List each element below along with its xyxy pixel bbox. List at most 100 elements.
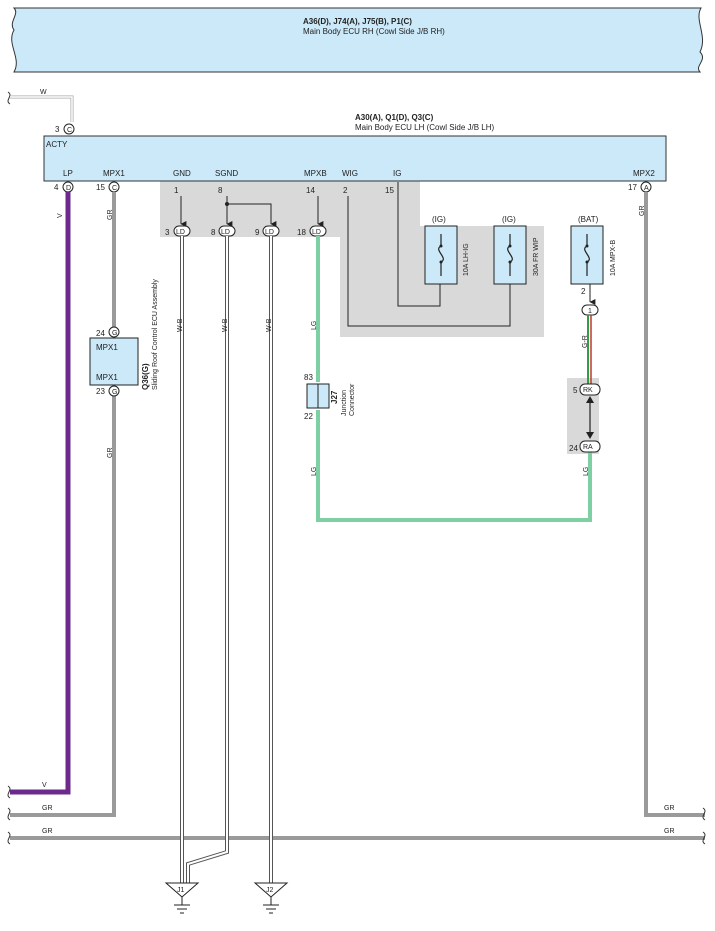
- sliding-roof-top-pin: 24: [96, 329, 105, 338]
- wire-wb-2: [186, 236, 229, 883]
- terminal-mpxb: MPXB: [304, 169, 327, 178]
- terminal-lp: LP: [63, 169, 73, 178]
- pin-mpx1: 15: [96, 183, 105, 192]
- junction-code: J27: [330, 390, 339, 404]
- wire-label-wb-3: W-B: [266, 318, 273, 332]
- fuse-2-name: 30A FR WIP: [533, 237, 540, 276]
- mpxb-conn-1: 1: [588, 308, 592, 315]
- conn-mpx2: A: [644, 185, 649, 192]
- wire-ig: [397, 182, 441, 307]
- junction-top-pin: 83: [304, 373, 313, 382]
- sliding-roof-top-label: MPX1: [96, 343, 118, 352]
- pin-lp: 4: [54, 183, 59, 192]
- acty-wire: W C 3: [7, 89, 75, 135]
- pin-mpx2: 17: [628, 183, 637, 192]
- ld-pin-9: 9: [255, 228, 260, 237]
- wire-label-lg-2: LG: [311, 467, 318, 476]
- acty-pin: 3: [55, 125, 60, 134]
- fuse-1-source: (IG): [432, 215, 446, 224]
- terminal-ig: IG: [393, 169, 401, 178]
- main-body-ecu-rh: A36(D), J74(A), J75(B), P1(C) Main Body …: [11, 7, 704, 73]
- sliding-roof-bottom-pin: 23: [96, 387, 105, 396]
- wire-label-gr-bus-2: GR: [664, 805, 675, 812]
- pin-mpxb: 14: [306, 186, 315, 195]
- ld-label-1: LD: [176, 229, 185, 236]
- ld-label-2: LD: [221, 229, 230, 236]
- sliding-roof-name: Sliding Roof Control ECU Assembly: [152, 279, 159, 390]
- ra-pin: 24: [569, 444, 578, 453]
- wire-label-wb-1: W-B: [177, 318, 184, 332]
- mpxb-connector-chain: 2 1 G-R 5 RK 24 RA: [569, 284, 601, 453]
- junction-j27: 83 22 J27 Junction Connector: [304, 373, 356, 421]
- terminal-mpx2: MPX2: [633, 169, 655, 178]
- ecu-lh-box: [43, 135, 667, 182]
- wire-label-lg-3: LG: [583, 467, 590, 476]
- ld-pin-8: 8: [211, 228, 216, 237]
- acty-conn: C: [67, 127, 72, 134]
- ecu-rh-box: [11, 7, 704, 73]
- wire-label-gr-mpx2: GR: [639, 206, 646, 217]
- ground-j2-label: J2: [266, 887, 274, 894]
- terminal-sgnd: SGND: [215, 169, 238, 178]
- pin-gnd: 1: [174, 186, 179, 195]
- ecu-lh-codes: A30(A), Q1(D), Q3(C): [355, 113, 434, 122]
- ra-label: RA: [583, 444, 593, 451]
- sliding-roof-conn-bottom: G: [112, 389, 117, 396]
- pin-wig: 2: [343, 186, 348, 195]
- wire-label-gr-bus-3: GR: [42, 828, 53, 835]
- fuse-3-source: (BAT): [578, 215, 599, 224]
- wire-label-w: W: [40, 89, 47, 96]
- sliding-roof-bottom-label: MPX1: [96, 373, 118, 382]
- ground-j1: J1: [164, 882, 200, 914]
- wire-wig: [347, 196, 511, 327]
- pin-ig: 15: [385, 186, 394, 195]
- fuse-2-source: (IG): [502, 215, 516, 224]
- wire-sgnd-drop-2: [227, 203, 277, 227]
- wire-lp-violet: [10, 192, 71, 795]
- junction-name-2: Connector: [349, 383, 356, 416]
- wire-label-wb-2: W-B: [222, 318, 229, 332]
- left-break-marks: [7, 785, 706, 845]
- ld-pin-18: 18: [297, 228, 306, 237]
- mpxb-pin-2: 2: [581, 287, 586, 296]
- ld-label-4: LD: [312, 229, 321, 236]
- wire-label-v-bottom: V: [42, 782, 47, 789]
- sliding-roof-code: Q36(G): [141, 363, 150, 390]
- ecu-rh-name: Main Body ECU RH (Cowl Side J/B RH): [303, 27, 445, 36]
- acty-label: ACTY: [46, 140, 68, 149]
- ld-label-3: LD: [265, 229, 274, 236]
- fuse-1-name: 10A LH-IG: [463, 243, 470, 276]
- rk-label: RK: [583, 387, 593, 394]
- wire-label-gr-2: GR: [107, 448, 114, 459]
- sliding-roof-ecu: 24 G MPX1 MPX1 23 G Q36(G) Sliding Roof …: [89, 279, 159, 397]
- fuse-fr-wip: (IG) 30A FR WIP: [493, 215, 540, 285]
- wire-label-lg-1: LG: [311, 321, 318, 330]
- conn-mpx1: C: [112, 185, 117, 192]
- fuse-3-name: 10A MPX-B: [610, 239, 617, 276]
- terminal-gnd: GND: [173, 169, 191, 178]
- terminal-mpx1: MPX1: [103, 169, 125, 178]
- wire-label-gr-1: GR: [107, 210, 114, 221]
- sliding-roof-conn-top: G: [112, 330, 117, 337]
- fuse-mpx-b: (BAT) 10A MPX-B: [570, 215, 617, 285]
- ld-pin-3: 3: [165, 228, 170, 237]
- wire-lg-bottom: [316, 410, 592, 522]
- ecu-lh-name: Main Body ECU LH (Cowl Side J/B LH): [355, 123, 494, 132]
- conn-lp: D: [66, 185, 71, 192]
- wire-label-v-top: V: [57, 213, 64, 218]
- fuse-lh-ig: (IG) 10A LH-IG: [424, 215, 470, 285]
- junction-name-1: Junction: [341, 390, 348, 416]
- pin-sgnd: 8: [218, 186, 223, 195]
- junction-bottom-pin: 22: [304, 412, 313, 421]
- wire-label-gr-r: G-R: [582, 335, 589, 348]
- terminal-wig: WIG: [342, 169, 358, 178]
- splice-dot: [225, 202, 229, 206]
- rk-pin: 5: [573, 386, 578, 395]
- ground-j2: J2: [253, 882, 289, 914]
- main-body-ecu-lh: A30(A), Q1(D), Q3(C) Main Body ECU LH (C…: [43, 113, 667, 182]
- ground-j1-label: J1: [177, 887, 185, 894]
- sliding-roof-box: [89, 337, 139, 386]
- wire-label-gr-bus-4: GR: [664, 828, 675, 835]
- wire-label-gr-bus-1: GR: [42, 805, 53, 812]
